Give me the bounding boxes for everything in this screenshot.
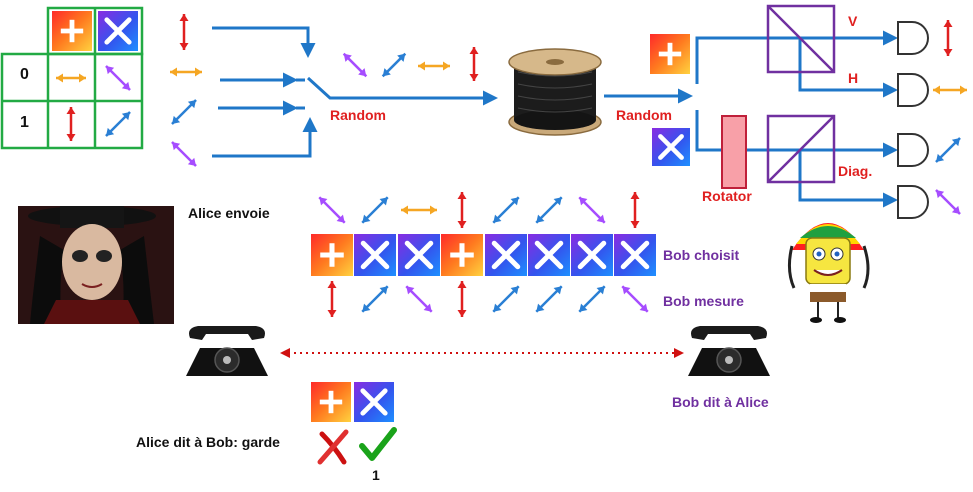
beam-splitter-diagonal <box>766 114 836 184</box>
diagonal-ne-arrow <box>105 111 131 137</box>
kept-bit-label: 1 <box>372 467 380 483</box>
telephone-icon <box>688 326 770 376</box>
diagonal-basis-icon <box>485 234 527 276</box>
random-label-alice: Random <box>330 107 386 123</box>
diagonal-basis-icon <box>354 234 396 276</box>
diagonal-nw-arrow <box>171 141 197 167</box>
diagonal-nw-arrow <box>342 52 368 78</box>
bob-measures-label: Bob mesure <box>663 293 744 309</box>
diagonal-nw-arrow <box>105 65 131 91</box>
diagonal-nw-arrow <box>318 196 346 224</box>
rectilinear-basis-icon <box>441 234 483 276</box>
beam-splitter-rectilinear <box>766 4 836 74</box>
diagonal-ne-arrow <box>535 285 563 313</box>
detector-diag-2 <box>897 185 929 219</box>
detector-v-label: V <box>848 13 858 29</box>
diagonal-basis-icon <box>571 234 613 276</box>
alice-portrait <box>18 206 174 324</box>
diagonal-ne-arrow <box>171 99 197 125</box>
detector-diag-label: Diag. <box>838 163 873 179</box>
diagonal-nw-arrow <box>578 196 606 224</box>
horizontal-arrow <box>401 205 437 215</box>
bob-cartoon <box>787 223 870 323</box>
telephone-icon <box>186 326 268 376</box>
diagonal-ne-arrow <box>361 285 389 313</box>
basis-icons-layer <box>52 11 690 422</box>
diagonal-nw-arrow <box>405 285 433 313</box>
horizontal-arrow <box>933 85 967 95</box>
alice-beams <box>212 26 498 158</box>
vertical-arrow <box>457 192 467 228</box>
rectilinear-basis-icon <box>52 11 92 51</box>
diagonal-basis-icon <box>528 234 570 276</box>
vertical-arrow <box>457 281 467 317</box>
diagonal-nw-arrow <box>935 189 961 215</box>
diagonal-ne-arrow <box>492 196 520 224</box>
bit-0-label: 0 <box>20 66 29 83</box>
bit-1-label: 1 <box>20 114 29 131</box>
red-x-icon <box>317 429 349 465</box>
bob-beams <box>604 30 898 208</box>
rectilinear-basis-icon <box>311 234 353 276</box>
diagonal-ne-arrow <box>535 196 563 224</box>
horizontal-arrow <box>418 61 450 71</box>
diagonal-basis-icon <box>652 128 690 166</box>
random-label-bob: Random <box>616 107 672 123</box>
diagonal-ne-arrow <box>381 52 407 78</box>
diagonal-basis-icon <box>398 234 440 276</box>
detector-v <box>897 21 929 55</box>
rotator-label: Rotator <box>702 188 752 204</box>
vertical-arrow <box>66 107 76 141</box>
vertical-arrow <box>179 14 189 50</box>
beam-combiner <box>296 78 305 110</box>
diagonal-ne-arrow <box>361 196 389 224</box>
detector-h-label: H <box>848 70 859 86</box>
rectilinear-basis-icon <box>650 34 690 74</box>
diagonal-nw-arrow <box>621 285 649 313</box>
diagonal-basis-icon <box>98 11 138 51</box>
detector-diag-1 <box>897 133 929 167</box>
vertical-arrow <box>469 47 479 81</box>
horizontal-arrow <box>56 73 86 83</box>
diagonal-ne-arrow <box>935 137 961 163</box>
diagonal-basis-icon <box>614 234 656 276</box>
polarization-arrows-layer <box>56 14 967 317</box>
bit-table <box>0 6 144 150</box>
alice-tells-bob-label: Alice dit à Bob: garde <box>136 434 280 450</box>
detector-h <box>897 73 929 107</box>
green-check-icon <box>359 427 397 461</box>
vertical-arrow <box>630 192 640 228</box>
diagonal-ne-arrow <box>492 285 520 313</box>
diagonal-ne-arrow <box>578 285 606 313</box>
bob-chooses-label: Bob choisit <box>663 247 740 263</box>
alice-sends-label: Alice envoie <box>188 205 270 221</box>
vertical-arrow <box>327 281 337 317</box>
vertical-arrow <box>943 20 953 56</box>
diagonal-basis-icon <box>354 382 394 422</box>
rectilinear-basis-icon <box>311 382 351 422</box>
bob-tells-alice-label: Bob dit à Alice <box>672 394 769 410</box>
rotator-element <box>721 115 747 189</box>
horizontal-arrow <box>170 67 202 77</box>
fiber-spool-icon <box>508 48 602 136</box>
